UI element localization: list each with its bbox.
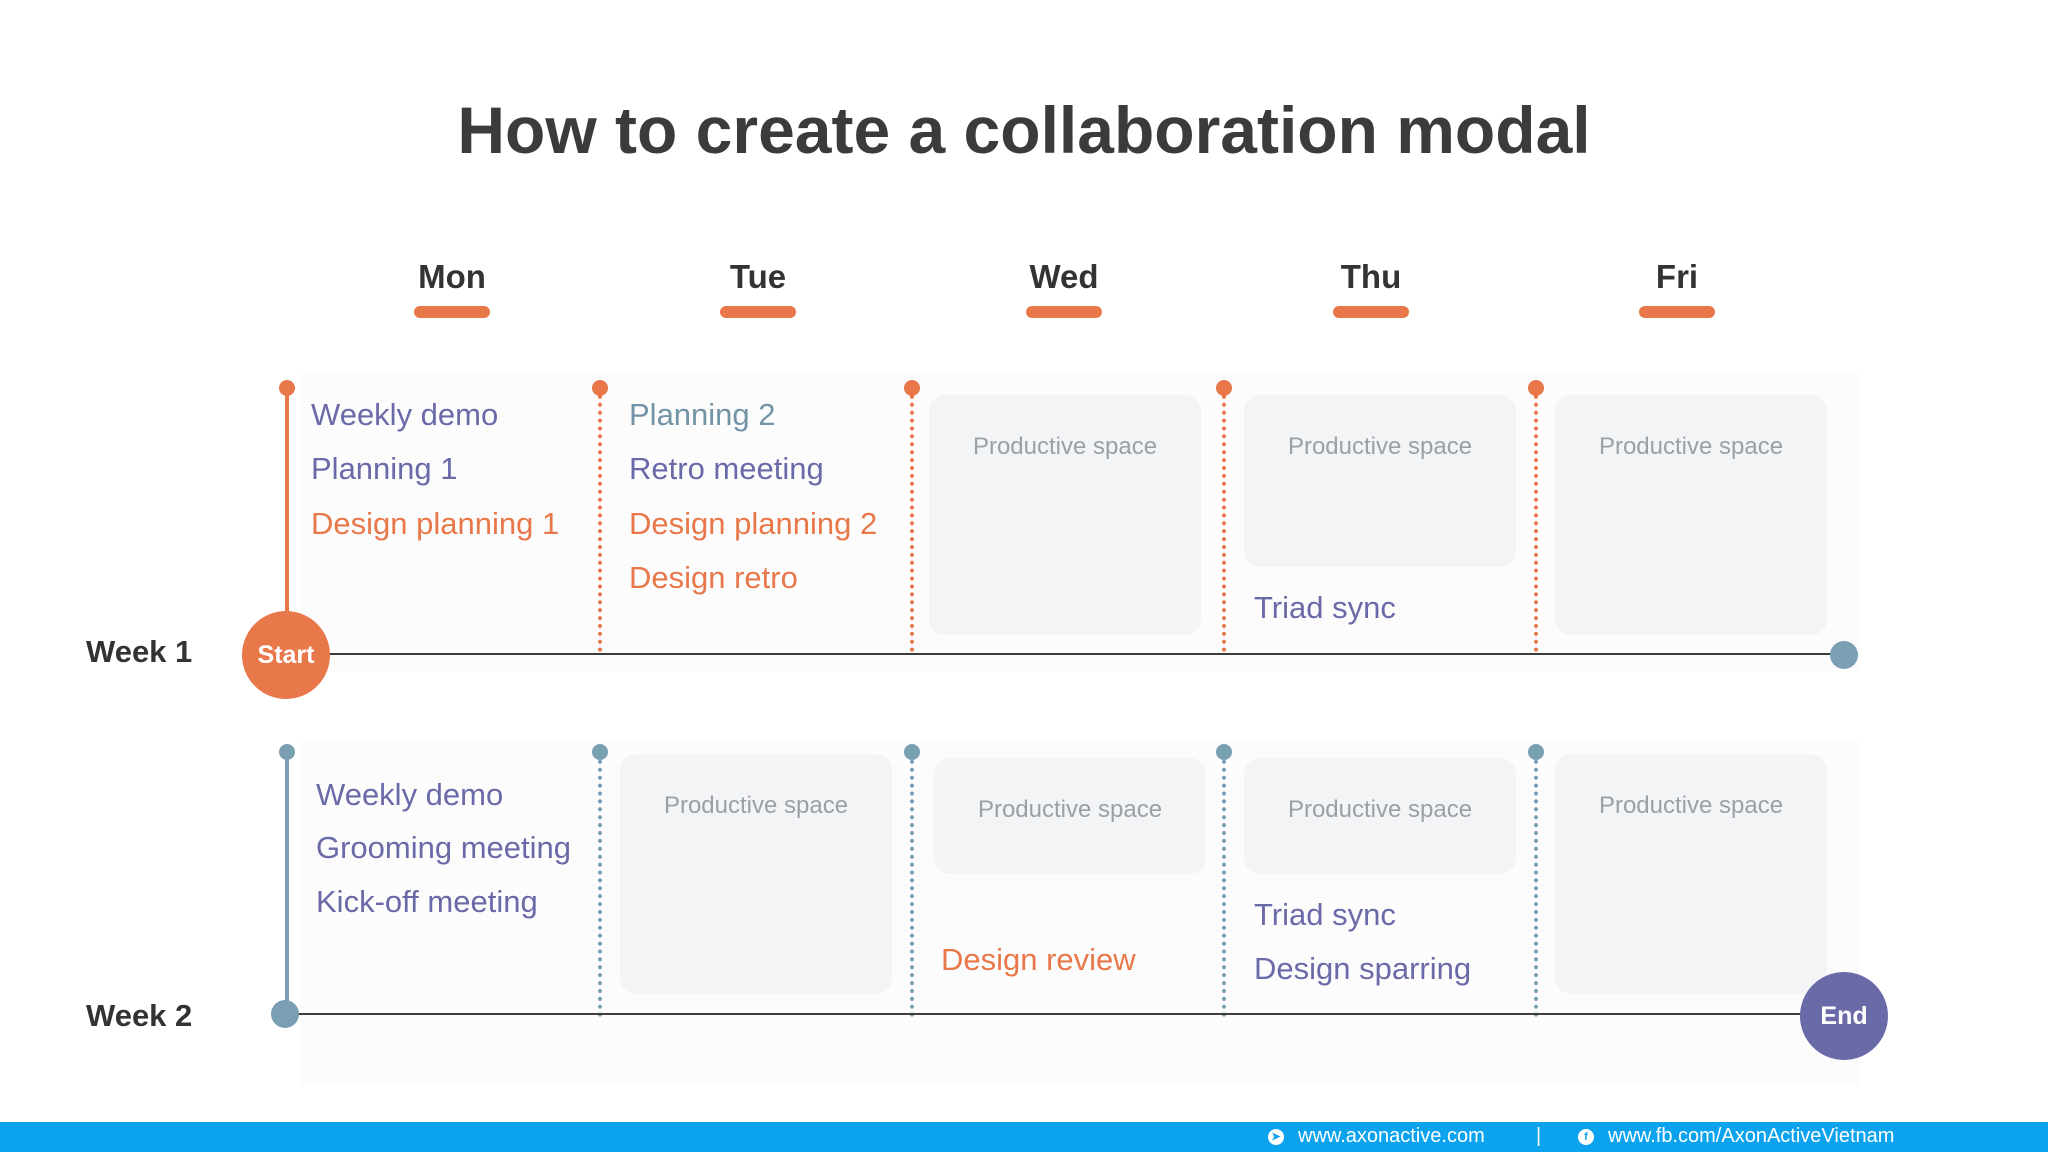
week-1-tue-dot <box>592 380 608 396</box>
day-underline-fri <box>1639 306 1715 318</box>
day-label-fri: Fri <box>1655 258 1699 295</box>
week-2-thu-event: Design sparring <box>1254 951 1472 986</box>
week-1-mon-event: Weekly demo <box>311 397 499 432</box>
footer-website-text[interactable]: www.axonactive.com <box>1298 1125 1485 1147</box>
start-marker: Start <box>242 611 330 699</box>
week-1-thu-event: Triad sync <box>1254 590 1396 625</box>
footer-facebook[interactable]: f www.fb.com/AxonActiveVietnam <box>1578 1125 1894 1148</box>
week-1-wed-separator <box>910 387 914 652</box>
week-1-label: Week 1 <box>86 634 193 669</box>
day-label-thu: Thu <box>1340 258 1402 295</box>
week-2-wed-separator <box>910 752 914 1017</box>
week-1-timeline <box>285 653 1845 655</box>
week-2-wed-dot <box>904 744 920 760</box>
week-2-thu-event: Triad sync <box>1254 897 1396 932</box>
productive-space-box: Productive space <box>1244 395 1516 567</box>
day-underline-tue <box>720 306 796 318</box>
week-1-end-dot <box>1830 641 1858 669</box>
week-2-fri-dot <box>1528 744 1544 760</box>
week-2-mon-event: Kick-off meeting <box>316 884 538 919</box>
week-2-thu-separator <box>1222 752 1226 1017</box>
week-1-wed-dot <box>904 380 920 396</box>
week-2-fri-separator <box>1534 752 1538 1017</box>
day-underline-thu <box>1333 306 1409 318</box>
productive-space-box: Productive space <box>934 758 1206 874</box>
productive-space-box: Productive space <box>929 395 1201 635</box>
week-1-thu-separator <box>1222 387 1226 652</box>
week-1-mon-dot <box>279 380 295 396</box>
productive-space-box: Productive space <box>1244 758 1516 874</box>
week-1-fri-dot <box>1528 380 1544 396</box>
week-2-mon-dot <box>279 744 295 760</box>
week-2-start-dot <box>271 1000 299 1028</box>
week-2-thu-dot <box>1216 744 1232 760</box>
week-2-tue-dot <box>592 744 608 760</box>
globe-icon: ➤ <box>1268 1128 1284 1145</box>
week-1-fri-separator <box>1534 387 1538 652</box>
week-2-timeline <box>285 1013 1845 1015</box>
week-2-tue-separator <box>598 752 602 1017</box>
end-marker: End <box>1800 972 1888 1060</box>
week-1-thu-dot <box>1216 380 1232 396</box>
week-1-mon-line <box>285 387 289 655</box>
footer-facebook-text[interactable]: www.fb.com/AxonActiveVietnam <box>1608 1125 1895 1147</box>
week-1-tue-event: Planning 2 <box>629 397 776 432</box>
footer-bar: ➤ www.axonactive.com | f www.fb.com/Axon… <box>0 1122 2048 1152</box>
week-1-tue-event: Retro meeting <box>629 451 824 486</box>
week-2-mon-event: Weekly demo <box>316 777 504 812</box>
day-label-wed: Wed <box>1029 258 1099 295</box>
week-2-mon-line <box>285 752 289 1014</box>
week-2-wed-event: Design review <box>941 942 1136 977</box>
week-1-mon-event: Planning 1 <box>311 451 458 486</box>
week-1-tue-event: Design retro <box>629 560 798 595</box>
week-1-tue-separator <box>598 387 602 652</box>
week-2-mon-event: Grooming meeting <box>316 830 572 865</box>
facebook-icon: f <box>1578 1128 1594 1145</box>
week-1-tue-event: Design planning 2 <box>629 506 878 541</box>
footer-separator: | <box>1536 1125 1542 1147</box>
week-1-mon-event: Design planning 1 <box>311 506 560 541</box>
week-2-label: Week 2 <box>86 998 193 1033</box>
productive-space-box: Productive space <box>620 754 892 994</box>
page-title: How to create a collaboration modal <box>457 93 1591 167</box>
productive-space-box: Productive space <box>1555 754 1827 994</box>
day-underline-wed <box>1026 306 1102 318</box>
productive-space-box: Productive space <box>1555 395 1827 635</box>
day-underline-mon <box>414 306 490 318</box>
footer-website[interactable]: ➤ www.axonactive.com <box>1268 1125 1485 1148</box>
day-label-tue: Tue <box>729 258 787 295</box>
day-label-mon: Mon <box>418 258 486 295</box>
